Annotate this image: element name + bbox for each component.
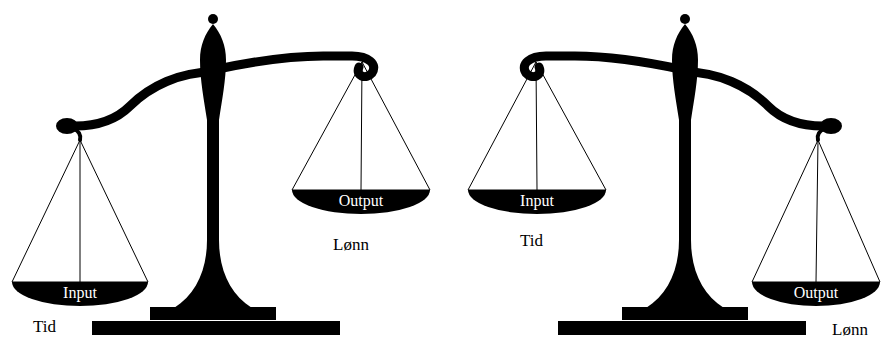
scale-pan: OutputLønn (752, 282, 880, 306)
pan-caption: Lønn (832, 321, 868, 338)
pan-string (80, 140, 81, 282)
pan-label: Output (339, 193, 383, 209)
right-scale (524, 14, 842, 335)
pan-label: Input (520, 193, 554, 209)
pan-shape (292, 190, 430, 214)
pan-caption: Lønn (333, 236, 369, 253)
pan-string (80, 140, 148, 282)
pan-string (816, 140, 818, 282)
pan-string (292, 62, 362, 190)
scale-pan: OutputLønn (292, 190, 430, 214)
pan-string (752, 140, 818, 282)
pan-label: Input (63, 285, 97, 301)
pan-string (362, 62, 430, 190)
scale-pan: InputTid (468, 190, 606, 214)
pan-string (536, 62, 606, 190)
pan-caption: Tid (520, 232, 543, 249)
pan-string (536, 62, 537, 190)
pan-label-holder: Output (292, 193, 430, 209)
pan-shape (468, 190, 606, 214)
pan-string (468, 62, 536, 190)
pan-shape (12, 282, 148, 306)
pan-label: Output (794, 285, 838, 301)
pan-string (361, 62, 362, 190)
pan-shape (752, 282, 880, 306)
pan-caption: Tid (33, 318, 56, 335)
scale-pan: InputTid (12, 282, 148, 306)
pan-label-holder: Input (12, 285, 148, 301)
pan-string (12, 140, 80, 282)
pan-strings (12, 62, 880, 282)
pan-string (818, 140, 880, 282)
pan-label-holder: Output (752, 285, 880, 301)
pan-label-holder: Input (468, 193, 606, 209)
